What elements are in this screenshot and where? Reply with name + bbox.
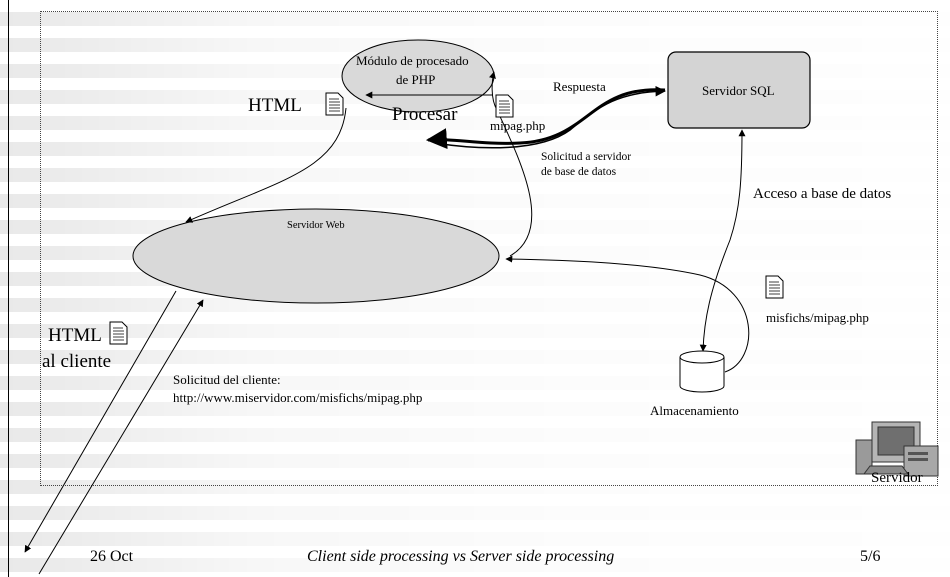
arrow-module-to-web bbox=[185, 107, 347, 223]
web-server-node bbox=[132, 208, 500, 304]
respuesta-label: Respuesta bbox=[553, 79, 606, 94]
storage-label: Almacenamiento bbox=[650, 403, 739, 418]
document-icon bbox=[109, 321, 128, 345]
client-request-label-line2: http://www.miservidor.com/misfichs/mipag… bbox=[173, 390, 423, 405]
slide-left-rule bbox=[8, 0, 9, 577]
db-request-label-line1: Solicitud a servidor bbox=[541, 151, 632, 163]
arrow-web-to-module bbox=[489, 71, 533, 257]
procesar-label: Procesar bbox=[392, 104, 458, 125]
html-top-label: HTML bbox=[248, 95, 302, 116]
misfichs-label: misfichs/mipag.php bbox=[766, 310, 869, 325]
document-icon bbox=[495, 94, 514, 118]
arrow-storage-to-web bbox=[505, 255, 750, 373]
arrow-sql-storage bbox=[699, 129, 746, 352]
sql-server-label: Servidor SQL bbox=[702, 83, 775, 98]
php-module-label-line2: de PHP bbox=[396, 72, 436, 87]
database-cylinder-icon bbox=[679, 350, 725, 393]
web-server-label: Servidor Web bbox=[287, 220, 345, 231]
php-module-label-line1: Módulo de procesado bbox=[356, 53, 469, 68]
arrow-web-to-client bbox=[24, 290, 177, 553]
db-access-label: Acceso a base de datos bbox=[753, 186, 892, 202]
sql-server-node bbox=[667, 51, 811, 129]
computer-icon bbox=[855, 421, 939, 477]
arrow-db-request bbox=[434, 85, 667, 149]
document-icon bbox=[765, 275, 784, 299]
mipag-label: mipag.php bbox=[490, 118, 546, 133]
document-icon bbox=[325, 92, 344, 116]
db-request-label-line2: de base de datos bbox=[541, 166, 617, 178]
footer-date: 26 Oct bbox=[90, 548, 134, 565]
client-request-label-line1: Solicitud del cliente: bbox=[173, 372, 281, 387]
html-client-label-line1: HTML bbox=[48, 325, 102, 346]
footer-page-number: 5/6 bbox=[860, 548, 881, 565]
server-label: Servidor bbox=[871, 470, 923, 486]
server-boundary bbox=[40, 11, 938, 486]
footer-title: Client side processing vs Server side pr… bbox=[307, 548, 615, 565]
arrow-client-to-web bbox=[38, 299, 204, 575]
arrow-sql-response bbox=[425, 88, 666, 150]
html-client-label-line2: al cliente bbox=[42, 351, 112, 372]
